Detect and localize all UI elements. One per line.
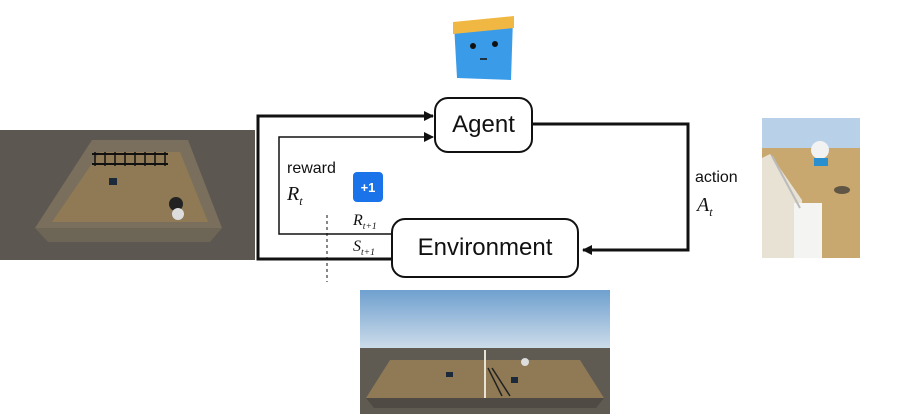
environment-label: Environment (417, 234, 553, 261)
reward-label: reward (287, 160, 336, 178)
reward-symbol: Rt (287, 183, 303, 208)
action-word: action (695, 169, 738, 186)
reward-word: reward (287, 160, 336, 177)
next-reward-label: Rt+1 (353, 212, 377, 233)
arena-wide-scene (360, 290, 610, 414)
agent-face-icon (451, 14, 515, 82)
agent-label: Agent (452, 111, 515, 138)
environment-node: Environment (391, 218, 579, 278)
next-state-label: St+1 (353, 238, 375, 259)
action-label: action (695, 169, 738, 187)
agent-node: Agent (434, 97, 533, 153)
reward-badge: +1 (353, 172, 383, 202)
arena-firstperson-scene (762, 118, 860, 258)
arena-topdown-scene (0, 130, 255, 260)
action-symbol: At (697, 194, 713, 219)
